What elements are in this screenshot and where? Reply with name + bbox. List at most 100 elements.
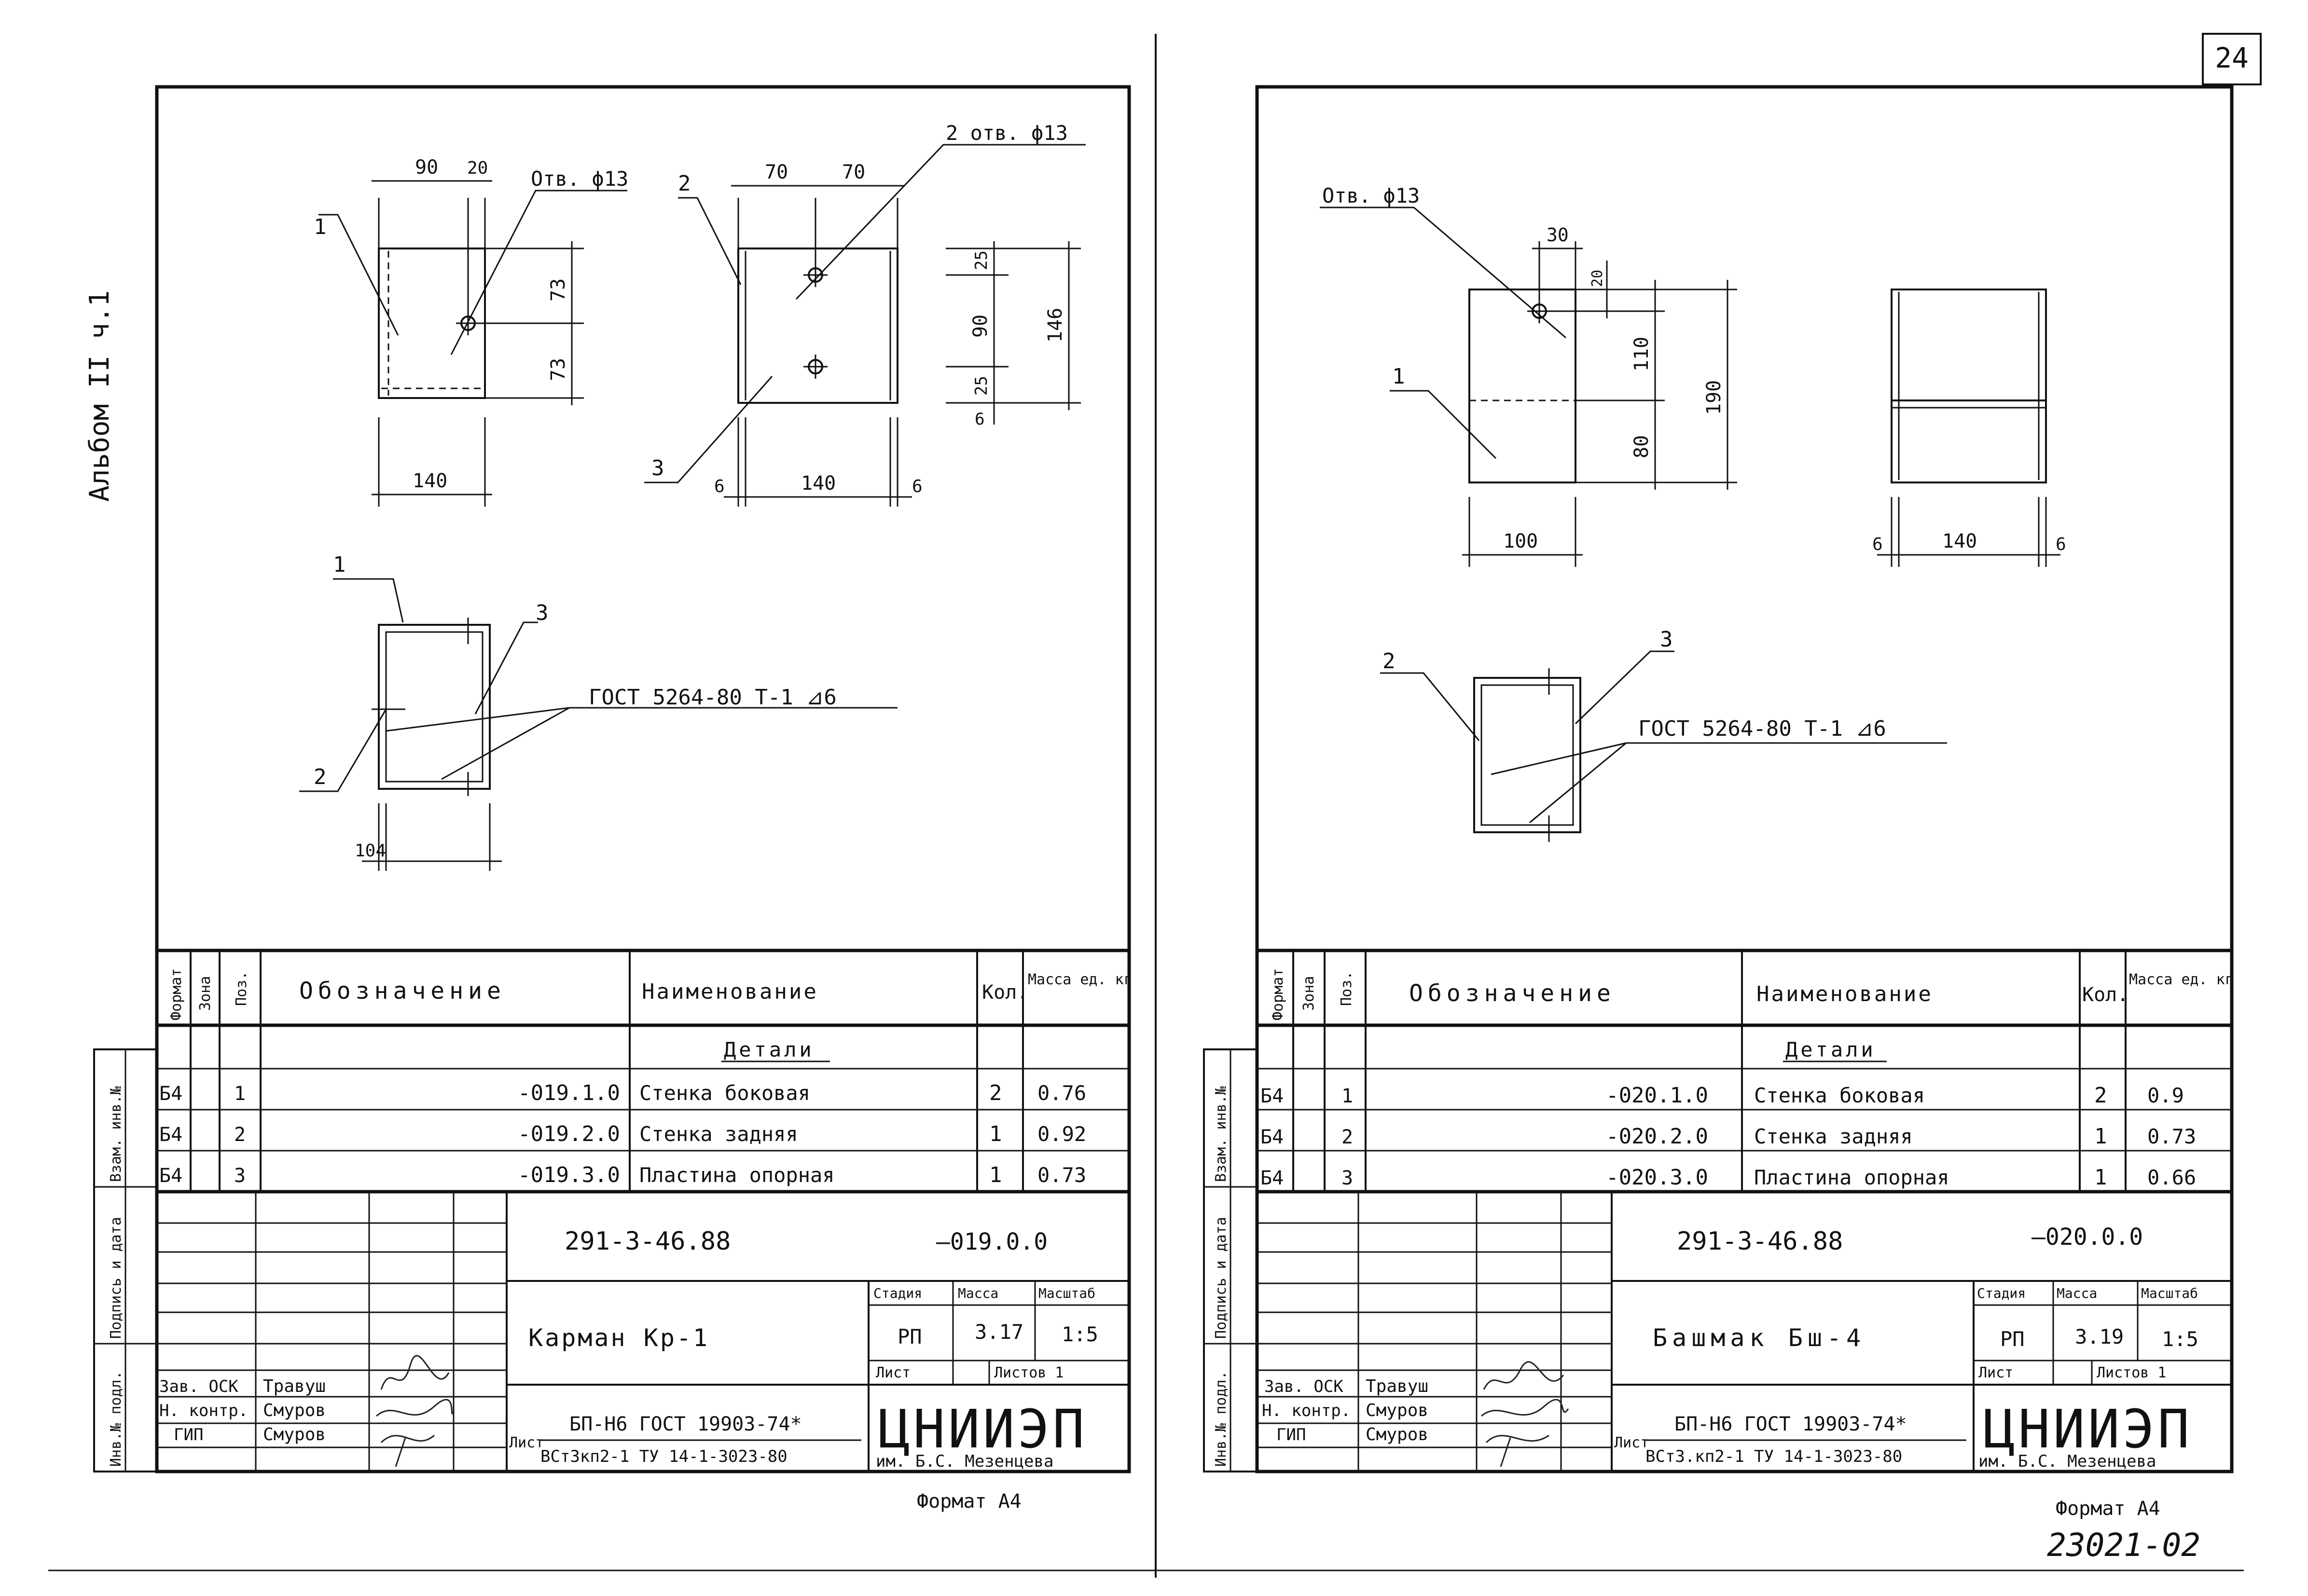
leader-line: [1380, 672, 1480, 741]
doc-code: 291-3-46.88: [565, 1227, 731, 1256]
callout-number: 2: [678, 171, 691, 196]
detail-side-wall-left: 90 20 73 73 140 Отв. ϕ13 1: [314, 156, 628, 507]
person-name: Травуш: [1366, 1376, 1428, 1396]
callout-number: 2: [1382, 649, 1396, 674]
leader-line: [1491, 742, 1627, 775]
table-header: Зона: [197, 976, 214, 1011]
page-number-box: [2202, 33, 2262, 85]
scale-value: 1:5: [2162, 1327, 2198, 1351]
cell-qty: 1: [2094, 1124, 2107, 1149]
dim-label: 100: [1503, 530, 1538, 552]
sheets-label: Листов 1: [2097, 1364, 2167, 1381]
doc-title: Башмак Бш-4: [1653, 1324, 1866, 1352]
stage-header: Масштаб: [2141, 1285, 2198, 1301]
dim-label: 110: [1631, 337, 1653, 371]
cell-pos: 1: [1341, 1085, 1353, 1107]
org-name: ЦНИИЭП: [878, 1398, 1087, 1460]
leader-line: [386, 707, 570, 732]
side-label: Взам. инв.№: [108, 1086, 124, 1182]
cell-designation: -019.2.0: [518, 1122, 620, 1146]
cell-format: Б4: [1260, 1085, 1284, 1107]
dim-label: 73: [547, 278, 569, 302]
signature-scribble: [1481, 1361, 1569, 1467]
table-header: Наименование: [642, 979, 818, 1004]
cell-designation: -020.2.0: [1606, 1124, 1708, 1149]
signature-scribble: [376, 1355, 455, 1467]
gost-note: ГОСТ 5264-80 Т-1 ⊿6: [1638, 716, 1886, 741]
table-header: Кол.: [982, 981, 1028, 1004]
gost-note: ГОСТ 5264-80 Т-1 ⊿6: [589, 685, 837, 710]
side-label: Подпись и дата: [1213, 1217, 1230, 1339]
table-header: Кол.: [2082, 984, 2128, 1006]
cell-qty: 1: [2094, 1165, 2107, 1190]
dim-label: 6: [975, 410, 984, 429]
side-strip-right: Инв.№ подл. Подпись и дата Взам. инв.№: [1203, 1048, 1258, 1472]
table-header: Масса ед. кг: [1028, 971, 1133, 988]
role-label: Зав. ОСК: [1264, 1377, 1343, 1396]
cell-format: Б4: [1260, 1167, 1284, 1189]
material-bottom: ВСт3кп2-1 ТУ 14-1-3023-80: [540, 1447, 788, 1466]
leader-line: [441, 707, 570, 780]
dim-label: 190: [1703, 380, 1725, 415]
dim-label: 25: [972, 250, 991, 270]
section-title: Детали: [1785, 1038, 1876, 1061]
person-name: Смуров: [263, 1401, 326, 1420]
leader-line: [1529, 742, 1627, 824]
doc-title: Карман Кр-1: [528, 1324, 709, 1352]
cell-pos: 2: [234, 1124, 246, 1146]
dim-label: 140: [1942, 530, 1977, 552]
cell-designation: -019.3.0: [518, 1163, 620, 1187]
role-label: Зав. ОСК: [159, 1377, 238, 1396]
table-header: Формат: [1270, 968, 1286, 1020]
stage-header: Стадия: [873, 1285, 922, 1301]
callout-number: 1: [314, 215, 327, 239]
album-label: Альбом II ч.1: [84, 290, 115, 502]
cell-designation: -020.3.0: [1606, 1165, 1708, 1190]
cell-mass: 0.76: [1037, 1081, 1086, 1105]
dim-label: 20: [467, 158, 488, 178]
side-label: Взам. инв.№: [1213, 1086, 1230, 1182]
cell-qty: 1: [989, 1163, 1002, 1187]
table-header: Обозначение: [299, 977, 506, 1004]
cell-pos: 1: [234, 1083, 246, 1105]
org-name: ЦНИИЭП: [1983, 1398, 2192, 1460]
dim-label: 73: [547, 358, 569, 381]
dim-label: 30: [1547, 224, 1569, 246]
dim-label: 140: [413, 470, 447, 492]
person-name: Травуш: [263, 1376, 326, 1396]
material-top: БП-Н6 ГОСТ 19903-74*: [569, 1413, 802, 1435]
detail-rear-wall-right: 6 140 6: [1872, 289, 2066, 567]
format-label: Формат А4: [2056, 1498, 2160, 1520]
stage-value: РП: [898, 1325, 922, 1348]
scale-value: 1:5: [1062, 1322, 1098, 1346]
detail-rear-wall-left: 70 70 25 90 146 25 6 140 6 6 2 отв. ϕ13 …: [644, 121, 1086, 507]
org-subtitle: им. Б.С. Мезенцева: [876, 1452, 1053, 1471]
callout-number: 3: [536, 601, 549, 625]
table-header: Поз.: [1338, 971, 1355, 1006]
stage-header: Масса: [2057, 1285, 2097, 1301]
sheet-frame-right: [1255, 85, 2234, 1473]
cell-format: Б4: [159, 1165, 182, 1187]
cell-mass: 0.66: [2147, 1166, 2196, 1189]
dim-label: 80: [1631, 435, 1653, 458]
material-top: БП-Н6 ГОСТ 19903-74*: [1674, 1413, 1907, 1435]
bottom-code: 23021-02: [2047, 1527, 2200, 1564]
leader-line: [678, 197, 742, 285]
dim-label: 70: [842, 161, 865, 183]
rear-wall-outline: [737, 248, 898, 404]
dim-label: 70: [765, 161, 788, 183]
dim-label: 104: [355, 841, 386, 861]
leader-line: [1575, 650, 1674, 725]
table-header: Обозначение: [1409, 980, 1616, 1007]
mass-value: 3.19: [2075, 1325, 2124, 1348]
doc-sub-code: —020.0.0: [2032, 1224, 2143, 1251]
cell-mass: 0.92: [1037, 1122, 1086, 1146]
detail-top-view-right: ГОСТ 5264-80 Т-1 ⊿6 2 3: [1380, 627, 1947, 842]
stage-value: РП: [2000, 1327, 2025, 1351]
leader-line: [299, 709, 387, 792]
material-prefix: Лист: [509, 1434, 544, 1451]
material-bottom: ВСт3.кп2-1 ТУ 14-1-3023-80: [1645, 1447, 1902, 1466]
sheet-label: Лист: [876, 1364, 911, 1381]
sheet-label: Лист: [1978, 1364, 2013, 1381]
leader-line: [318, 214, 399, 336]
